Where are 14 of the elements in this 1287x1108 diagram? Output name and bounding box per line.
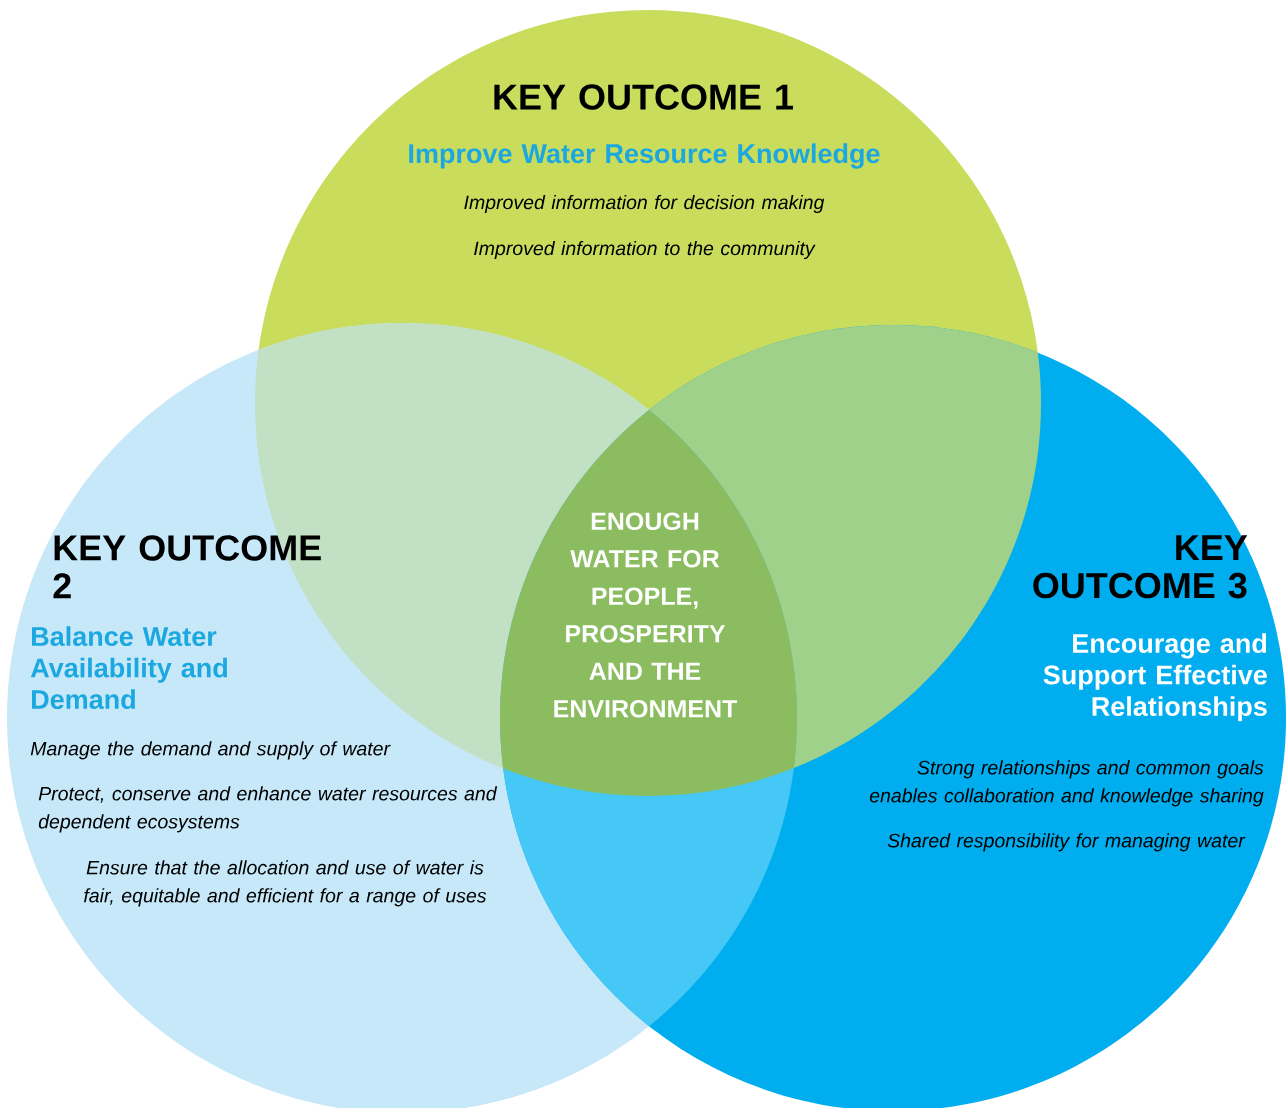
outcome-text: Ensure that the allocation and use of water is fair, equitable and efficient for a range of uses <box>84 860 487 907</box>
heading: KEY OUTCOME 3 <box>1033 535 1248 599</box>
heading: KEY OUTCOME 2 <box>53 535 321 599</box>
subheading: Improve Water Resource Knowledge <box>409 143 880 169</box>
subheading: Balance Water Availability and Demand <box>30 626 227 710</box>
outcome-text: Manage the demand and supply of water <box>30 741 391 760</box>
outcome-text: Improved information to the community <box>474 240 816 260</box>
outcome-text: Protect, conserve and enhance water resources and dependent ecosystems <box>38 786 498 833</box>
outcome-text: Improved information for decision making <box>464 194 825 214</box>
outcome-text: Shared responsibility for managing water <box>887 833 1246 852</box>
subheading: Encourage and Support Effective Relationships <box>1043 633 1267 722</box>
outcome-text: Strong relationships and common goals enables collaboration and knowledge sharing <box>869 760 1264 807</box>
center-text: ENOUGH WATER FOR PEOPLE, PROSPERITY AND THE ENVIRONMENT <box>554 512 738 718</box>
heading: KEY OUTCOME 1 <box>494 84 793 110</box>
